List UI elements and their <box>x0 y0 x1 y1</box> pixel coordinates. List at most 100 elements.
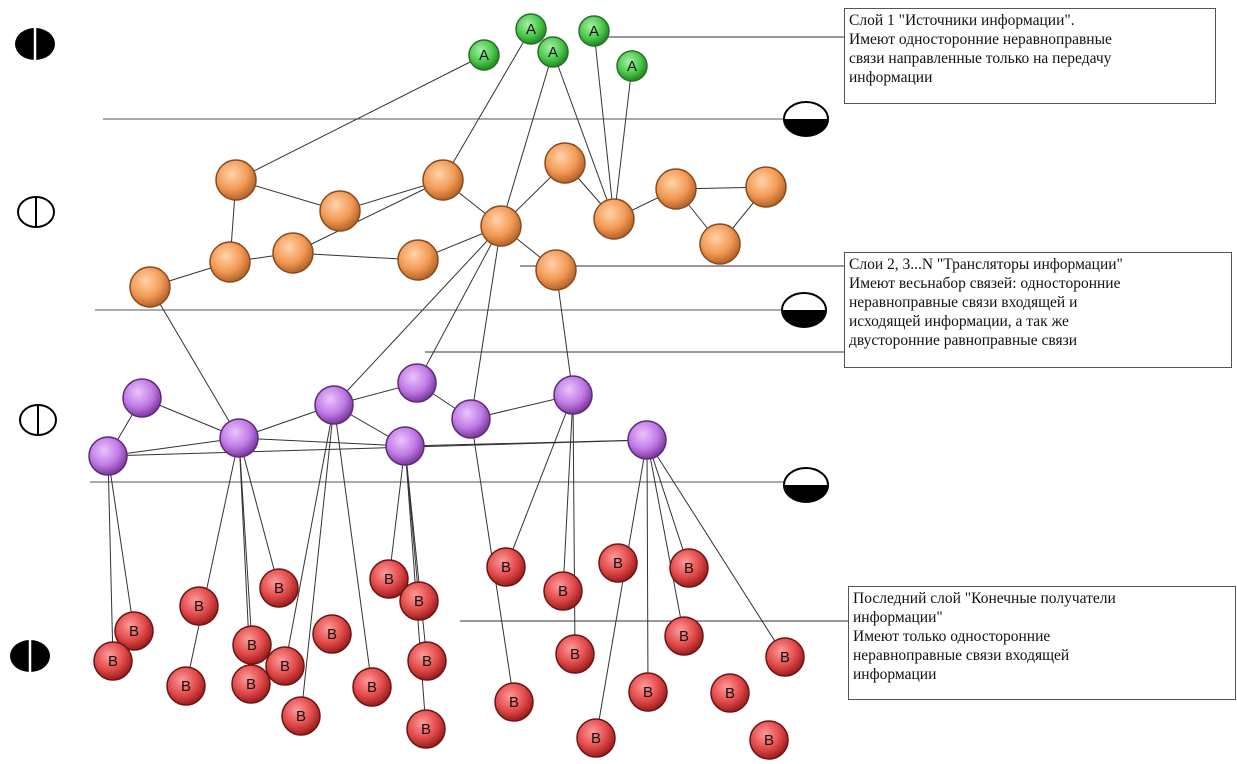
connection-line <box>107 439 648 457</box>
black-circle-symbol-icon <box>10 640 50 672</box>
receiver-node-b: B <box>669 548 709 588</box>
connection-line <box>593 30 615 220</box>
translator-node <box>422 159 464 201</box>
black-circle-symbol-icon <box>15 28 55 60</box>
node-label: B <box>296 708 306 725</box>
connection-line <box>613 65 633 220</box>
layer2-description-box: Слои 2, 3...N "Трансляторы информации" И… <box>844 252 1232 368</box>
translator-node <box>129 266 171 308</box>
receiver-node-b: B <box>259 568 299 608</box>
translator-node <box>480 205 522 247</box>
receiver-node-b: B <box>232 625 272 665</box>
node-label: A <box>589 23 599 40</box>
connection-line <box>292 252 419 261</box>
connection-line <box>107 437 240 457</box>
translator-node-violet <box>314 385 354 425</box>
connection-line <box>300 404 335 717</box>
receiver-node-b: B <box>628 672 668 712</box>
node-label: B <box>679 628 689 645</box>
connection-line <box>333 225 502 406</box>
node-label: B <box>367 679 377 696</box>
receiver-node-b: B <box>407 641 447 681</box>
source-node-a: A <box>616 50 648 82</box>
last-line-1: Последний слой "Конечные получатели <box>853 590 1116 607</box>
connection-line <box>442 28 532 181</box>
receiver-node-b: B <box>749 720 789 760</box>
connection-line <box>185 437 240 687</box>
node-label: B <box>421 721 431 738</box>
receiver-node-b: B <box>265 646 305 686</box>
layer2-line-4: исходящей информации, а так же <box>849 313 1069 330</box>
translator-node <box>397 239 439 281</box>
source-node-a: A <box>537 36 569 68</box>
connection-line <box>416 225 502 384</box>
translator-node <box>272 232 314 274</box>
translator-node-violet <box>553 375 593 415</box>
connection-line <box>404 445 428 662</box>
translator-node <box>745 166 787 208</box>
translator-node-violet <box>627 420 667 460</box>
connection-line <box>149 286 240 439</box>
layer2-line-5: двусторонние равноправные связи <box>849 332 1078 349</box>
node-label: B <box>643 684 653 701</box>
translator-node-violet <box>219 418 259 458</box>
translator-node <box>593 198 635 240</box>
receiver-node-b: B <box>486 547 526 587</box>
translator-node <box>535 249 577 291</box>
node-label: B <box>274 580 284 597</box>
node-label: A <box>479 47 489 64</box>
receiver-node-b: B <box>231 664 271 704</box>
last-line-4: неравноправные связи входящей <box>853 647 1070 664</box>
connection-line <box>388 445 406 580</box>
layer1-line-1: Слой 1 "Источники информации". <box>849 12 1075 29</box>
last-layer-description-box: Последний слой "Конечные получатели инфо… <box>848 586 1236 700</box>
node-label: B <box>247 637 257 654</box>
node-label: B <box>684 560 694 577</box>
translator-node <box>544 142 586 184</box>
node-label: B <box>181 678 191 695</box>
half-filled-circle-icon <box>783 101 829 137</box>
node-label: B <box>422 653 432 670</box>
layer-symbols <box>10 28 829 672</box>
receiver-node-b: B <box>369 559 409 599</box>
receiver-node-b: B <box>543 571 583 611</box>
translator-node <box>655 168 697 210</box>
last-line-3: Имеют только односторонние <box>853 628 1051 645</box>
outline-circle-symbol-icon <box>17 196 55 228</box>
layer1-line-4: информации <box>849 69 933 86</box>
receiver-node-b: B <box>555 634 595 674</box>
half-filled-circle-icon <box>781 292 827 328</box>
connection-line <box>107 455 114 662</box>
receiver-node-b: B <box>281 696 321 736</box>
connection-line <box>555 269 574 396</box>
layer2-line-1: Слои 2, 3...N "Трансляторы информации" <box>849 256 1123 273</box>
node-label: B <box>194 598 204 615</box>
last-line-2: информации" <box>853 609 943 626</box>
node-label: B <box>558 583 568 600</box>
receiver-node-b: B <box>765 637 805 677</box>
connection-line <box>595 439 648 739</box>
translator-node <box>215 159 257 201</box>
receiver-node-b: B <box>312 614 352 654</box>
source-node-a: A <box>468 39 500 71</box>
connection-line <box>646 439 649 693</box>
node-label: B <box>129 623 139 640</box>
translator-node-violet <box>385 426 425 466</box>
node-label: B <box>108 653 118 670</box>
node-label: B <box>280 658 290 675</box>
translator-node-violet <box>88 436 128 476</box>
node-label: B <box>414 593 424 610</box>
connection-line <box>284 404 335 667</box>
connection-line <box>572 394 576 655</box>
layer2-line-2: Имеют весьнабор связей: односторонние <box>849 275 1121 292</box>
source-node-a: A <box>515 13 547 45</box>
connection-line <box>333 404 373 688</box>
source-node-a: A <box>578 15 610 47</box>
node-label: B <box>384 571 394 588</box>
connection-line <box>500 51 554 227</box>
node-label: A <box>627 58 637 75</box>
node-label: A <box>526 21 536 38</box>
node-label: B <box>764 732 774 749</box>
node-label: B <box>509 694 519 711</box>
